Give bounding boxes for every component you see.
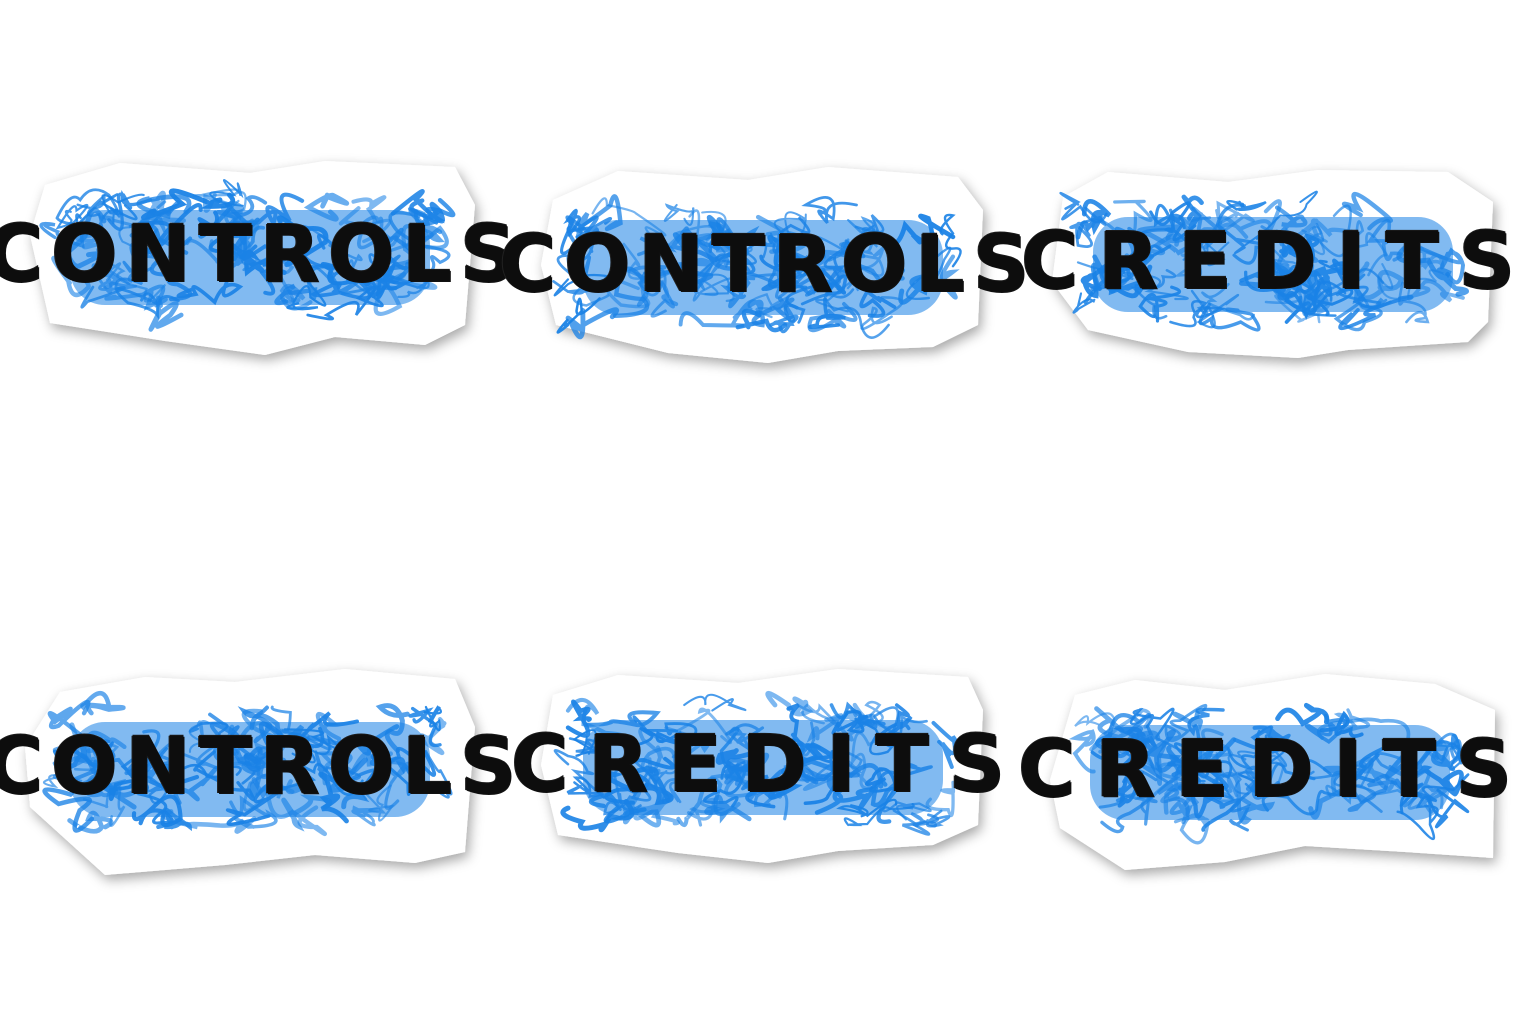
paper-sticker-background xyxy=(541,669,983,863)
paper-sticker-background xyxy=(1050,674,1495,870)
controls-button[interactable]: CONTROLS xyxy=(0,155,516,355)
credits-button[interactable]: CREDITS xyxy=(1021,162,1515,362)
credits-button[interactable]: CREDITS xyxy=(1018,670,1512,870)
controls-button[interactable]: CONTROLS xyxy=(499,165,1029,365)
paper-sticker-background xyxy=(25,669,475,875)
credits-button[interactable]: CREDITS xyxy=(511,665,1005,865)
paper-sticker-background xyxy=(30,161,475,355)
paper-sticker-background xyxy=(541,167,983,363)
controls-button[interactable]: CONTROLS xyxy=(0,667,516,875)
paper-sticker-background xyxy=(1052,170,1493,358)
